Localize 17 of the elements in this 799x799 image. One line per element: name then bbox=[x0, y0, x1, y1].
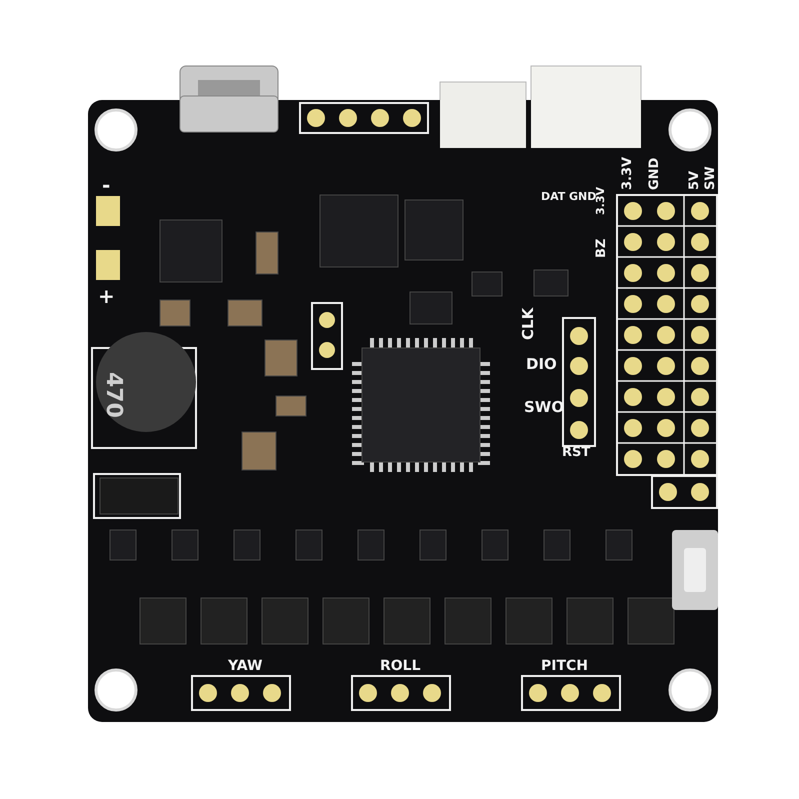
silkscreen-label: 5V bbox=[688, 170, 701, 190]
silkscreen-label: 470 bbox=[102, 372, 124, 418]
silkscreen-label: DAT bbox=[541, 191, 566, 202]
silkscreen-label: - bbox=[102, 175, 110, 195]
silkscreen-label: 3.3V bbox=[621, 156, 634, 190]
silkscreen-label: GND bbox=[569, 191, 596, 202]
silkscreen-label: YAW bbox=[228, 659, 262, 673]
silkscreen-label: CLK bbox=[521, 308, 536, 340]
silkscreen-label: SWO bbox=[524, 400, 564, 415]
silkscreen-label: GND bbox=[648, 158, 661, 190]
silkscreen-label: PITCH bbox=[541, 659, 588, 673]
silkscreen-label: DIO bbox=[526, 357, 557, 372]
silkscreen-label: 3.3V bbox=[595, 187, 606, 215]
silkscreen-label: SW bbox=[704, 166, 717, 190]
silkscreen-label: ROLL bbox=[380, 659, 421, 673]
silkscreen-label: + bbox=[98, 286, 115, 306]
silkscreen-label: BZ bbox=[595, 238, 608, 258]
